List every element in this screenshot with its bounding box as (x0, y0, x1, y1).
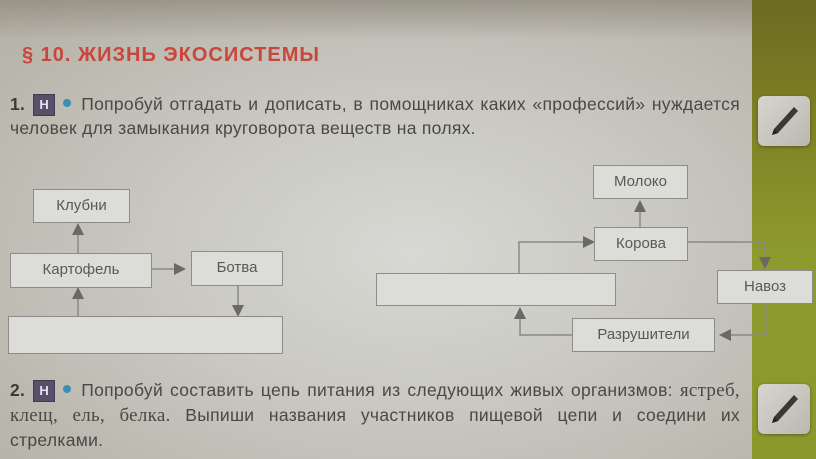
box-tops: Ботва (191, 251, 283, 286)
task-number: 1. (10, 94, 26, 114)
task-2: 2. Н Попробуй составить цепь питания из сл… (10, 378, 740, 452)
organisms-list: ястреб, клещ, ель, белка. (10, 380, 740, 426)
task-number: 2. (10, 380, 26, 400)
pencil-icon (772, 107, 798, 135)
level-badge: Н (33, 380, 56, 402)
pencil-icon (772, 395, 798, 423)
task-text-cont: Выпиши названия участников пищевой цепи … (10, 405, 740, 450)
bullet-icon (63, 385, 72, 393)
task-text: Попробуй отгадать и дописать, в помощник… (10, 94, 740, 138)
box-tubers: Клубни (33, 189, 130, 223)
box-milk: Молоко (593, 165, 688, 199)
pencil-button-task-1[interactable] (758, 96, 810, 146)
bullet-icon (63, 99, 72, 107)
pencil-button-task-2[interactable] (758, 384, 810, 434)
task-text: Попробуй составить цепь питания из следу… (81, 380, 680, 400)
section-title: § 10. Жизнь экосистемы (22, 44, 320, 66)
green-margin (752, 0, 816, 459)
blank-answer-box-right[interactable] (376, 273, 616, 306)
blank-answer-box-left[interactable] (8, 316, 283, 354)
box-cow: Корова (594, 227, 688, 261)
box-manure: Навоз (717, 270, 813, 304)
page-shadow (0, 0, 752, 40)
box-potato: Картофель (10, 253, 152, 288)
box-decomposers: Разрушители (572, 318, 715, 352)
